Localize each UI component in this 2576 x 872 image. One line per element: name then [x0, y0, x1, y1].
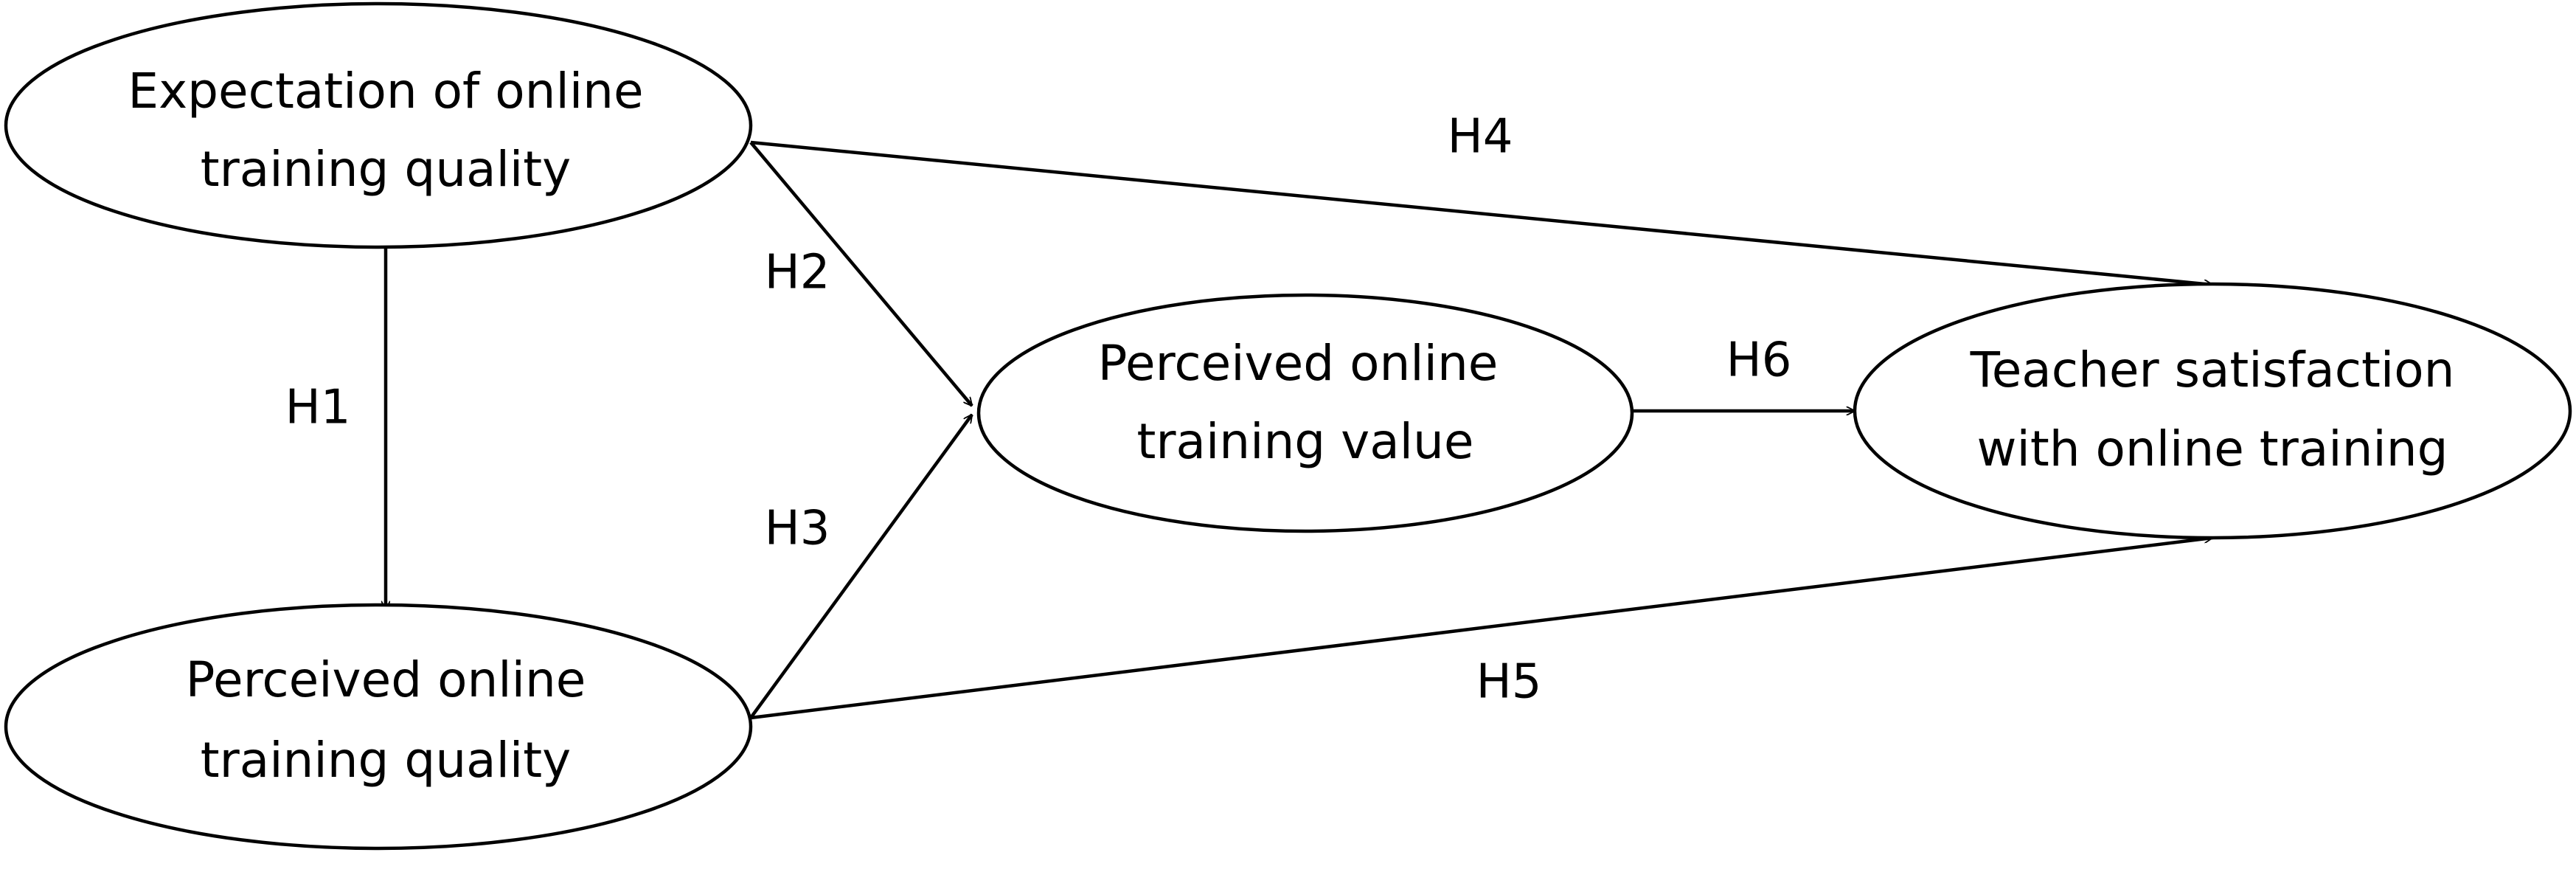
node-perceived-quality-ellipse — [4, 603, 753, 851]
node-perceived-value-ellipse — [976, 293, 1634, 533]
node-satisfaction-line-1: Teacher satisfaction — [1970, 342, 2455, 398]
node-perceived-value-line-1: Perceived online — [1098, 335, 1499, 392]
edge-labels: H1 H2 H3 H4 H5 H6 — [285, 110, 1792, 710]
edge-h3-arrow — [749, 415, 973, 719]
node-perceived-quality: Perceived online training quality — [4, 603, 753, 851]
edge-h1-label: H1 — [285, 381, 351, 435]
edge-h3-label: H3 — [765, 502, 830, 556]
node-satisfaction-line-2: with online training — [1977, 421, 2448, 477]
node-expectation-line-2: training quality — [201, 141, 571, 198]
node-perceived-quality-line-2: training quality — [201, 732, 571, 789]
node-perceived-value: Perceived online training value — [976, 293, 1634, 533]
edge-h6-label: H6 — [1726, 333, 1792, 388]
node-satisfaction: Teacher satisfaction with online trainin… — [1853, 282, 2572, 540]
node-satisfaction-ellipse — [1853, 282, 2572, 540]
node-expectation: Expectation of online training quality — [4, 1, 753, 249]
node-expectation-ellipse — [4, 1, 753, 249]
edge-h4-label: H4 — [1448, 110, 1513, 165]
edge-h5-label: H5 — [1476, 655, 1542, 710]
node-expectation-line-1: Expectation of online — [128, 63, 643, 120]
edge-h5-arrow — [750, 538, 2212, 720]
edges — [386, 140, 2212, 720]
node-perceived-quality-line-1: Perceived online — [186, 651, 586, 708]
edge-h2-arrow — [749, 141, 973, 406]
edge-h2-label: H2 — [765, 246, 830, 300]
node-perceived-value-line-2: training value — [1137, 413, 1474, 470]
edge-h4-arrow — [750, 140, 2212, 285]
